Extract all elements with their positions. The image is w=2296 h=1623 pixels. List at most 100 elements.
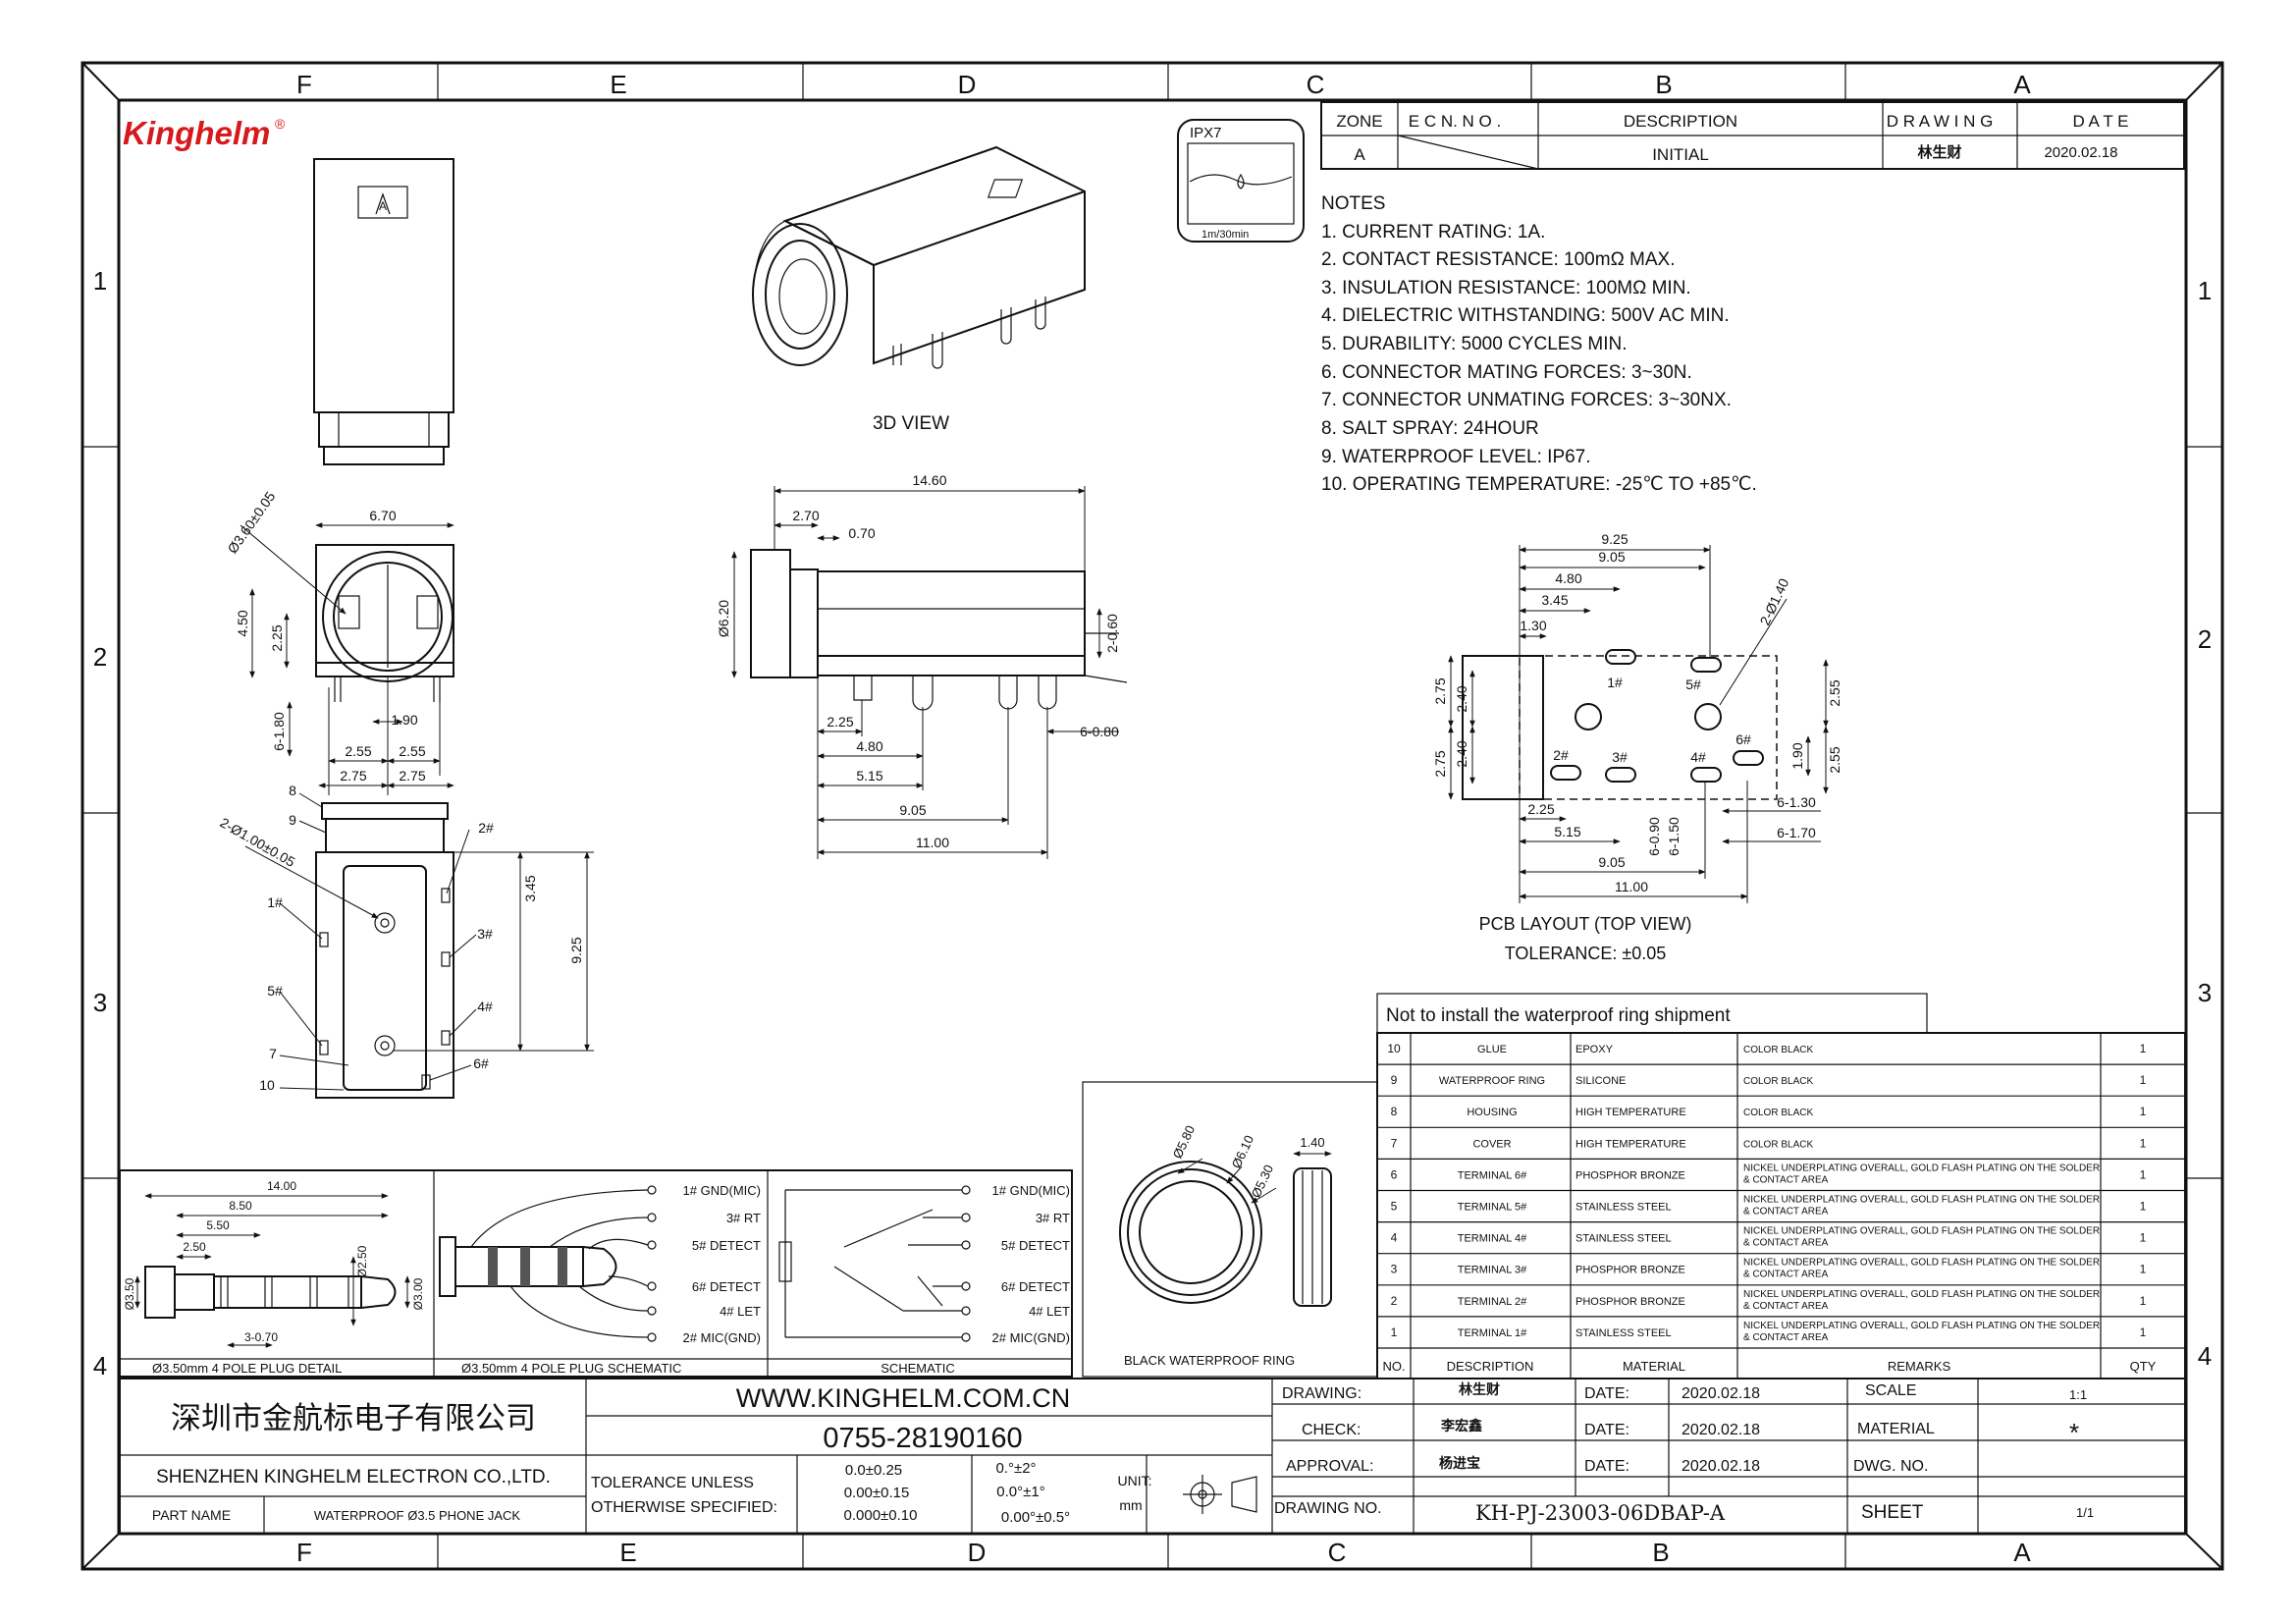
svg-text:2.40: 2.40 [1454,685,1469,712]
svg-text:6-0.80: 6-0.80 [1080,724,1119,739]
svg-text:Ø3.60±0.05: Ø3.60±0.05 [224,488,278,556]
bom-description: TERMINAL 4# [1458,1233,1527,1245]
bom-remarks: NICKEL UNDERPLATING OVERALL, GOLD FLASH … [1743,1226,2100,1249]
bom-no: 10 [1387,1042,1401,1055]
zone-bottom-b: B [1652,1538,1669,1567]
svg-text:2.75: 2.75 [1432,677,1448,704]
bom-table: Not to install the waterproof ring shipm… [1376,993,2186,1380]
svg-text:Kinghelm: Kinghelm [123,115,270,151]
bom-material: PHOSPHOR BRONZE [1575,1265,1685,1276]
svg-text:Ø6.10: Ø6.10 [1229,1133,1257,1170]
bom-description: TERMINAL 3# [1458,1265,1527,1276]
svg-text:2.75: 2.75 [340,768,366,784]
svg-text:6# DETECT: 6# DETECT [692,1279,761,1294]
zone-left-1: 1 [93,266,107,296]
svg-text:3-0.70: 3-0.70 [244,1330,278,1344]
bom-remarks: COLOR BLACK [1743,1108,1813,1118]
svg-text:1.90: 1.90 [1789,742,1805,769]
svg-text:2.25: 2.25 [827,714,853,730]
zone-top-e: E [610,70,626,99]
svg-text:SCALE: SCALE [1865,1382,1916,1399]
bom-material: HIGH TEMPERATURE [1575,1107,1686,1118]
svg-text:2.50: 2.50 [183,1240,206,1254]
svg-text:IPX7: IPX7 [1190,125,1222,141]
zone-labels: F E D C B A F E D C B A 1 2 3 4 1 2 3 4 [93,70,2212,1567]
top-view-drawing: A [313,158,454,465]
svg-text:14.00: 14.00 [267,1179,296,1193]
svg-text:4. DIELECTRIC WITHSTANDING: 50: 4. DIELECTRIC WITHSTANDING: 500V AC MIN. [1321,305,1730,326]
bom-note: Not to install the waterproof ring shipm… [1386,1005,1731,1026]
svg-text:4# LET: 4# LET [1029,1304,1070,1319]
svg-text:4#: 4# [477,999,493,1014]
3d-view-label: 3D VIEW [873,413,949,434]
waterproof-ring-drawing: Ø5.80 Ø6.10 Ø5.30 1.40 BLACK WATERPROOF … [1082,1081,1378,1378]
svg-text:6-1.80: 6-1.80 [271,712,287,751]
bom-material: EPOXY [1575,1044,1614,1055]
svg-text:5.15: 5.15 [856,768,882,784]
svg-text:DATE:: DATE: [1584,1458,1629,1475]
svg-text:4.80: 4.80 [856,738,882,754]
svg-text:2-Ø1.00±0.05: 2-Ø1.00±0.05 [217,814,297,870]
svg-text:DWG. NO.: DWG. NO. [1853,1458,1928,1475]
svg-text:0.0±0.25: 0.0±0.25 [845,1462,902,1479]
plug-detail-drawing: 14.00 8.50 5.50 2.50 Ø3.50 Ø2.50 Ø3.00 3… [123,1179,425,1348]
svg-text:8.50: 8.50 [229,1199,252,1213]
rev-drawn-by: 林生财 [1917,143,1961,161]
bom-header-remarks: REMARKS [1888,1359,1951,1374]
plug-schematic-drawing: 1# GND(MIC) 3# RT 5# DETECT 6# DETECT 4#… [439,1183,761,1345]
svg-text:*: * [2069,1418,2079,1447]
svg-text:3. INSULATION RESISTANCE: 100M: 3. INSULATION RESISTANCE: 100MΩ MIN. [1321,278,1691,298]
zone-top-b: B [1655,70,1672,99]
svg-text:6-1.30: 6-1.30 [1777,794,1816,810]
svg-text:2020.02.18: 2020.02.18 [1682,1385,1760,1402]
svg-text:4#: 4# [1690,749,1706,765]
svg-text:DATE:: DATE: [1584,1385,1629,1402]
svg-text:2.55: 2.55 [1827,746,1842,773]
bom-description: TERMINAL 1# [1458,1327,1527,1339]
svg-text:OTHERWISE SPECIFIED:: OTHERWISE SPECIFIED: [591,1499,777,1516]
svg-text:TOLERANCE UNLESS: TOLERANCE UNLESS [591,1475,754,1491]
notes: NOTES 1. CURRENT RATING: 1A. 2. CONTACT … [1321,193,1757,495]
bom-no: 1 [1391,1325,1398,1339]
svg-text:Ø6.20: Ø6.20 [716,600,731,637]
zone-top-c: C [1307,70,1325,99]
website: WWW.KINGHELM.COM.CN [736,1383,1070,1413]
svg-text:1# GND(MIC): 1# GND(MIC) [992,1183,1070,1198]
kinghelm-logo: Kinghelm ® [123,115,286,151]
rev-header-ecn: E C N. N O . [1409,112,1501,131]
bom-remarks: NICKEL UNDERPLATING OVERALL, GOLD FLASH … [1743,1289,2100,1312]
svg-text:0.70: 0.70 [848,525,875,541]
svg-text:2# MIC(GND): 2# MIC(GND) [683,1330,761,1345]
svg-text:6-1.70: 6-1.70 [1777,825,1816,840]
svg-text:2.55: 2.55 [399,743,425,759]
part-name-label: PART NAME [152,1507,231,1523]
svg-text:2#: 2# [1553,747,1569,763]
drawing-frame [80,61,2224,1571]
3d-view-drawing: 3D VIEW [752,145,1086,434]
svg-text:5.15: 5.15 [1554,824,1580,839]
bom-header-qty: QTY [2130,1359,2157,1374]
svg-text:0.000±0.10: 0.000±0.10 [844,1507,918,1524]
title-block: 深圳市金航标电子有限公司 SHENZHEN KINGHELM ELECTRON … [119,1378,2186,1535]
bom-no: 7 [1391,1136,1398,1150]
bom-qty: 1 [2140,1294,2147,1308]
rev-header-date: D A T E [2072,112,2128,131]
svg-text:5#: 5# [267,983,283,999]
svg-text:林生财: 林生财 [1459,1381,1500,1397]
bom-material: SILICONE [1575,1075,1626,1087]
svg-text:5# DETECT: 5# DETECT [692,1238,761,1253]
svg-text:2-Ø1.40: 2-Ø1.40 [1757,575,1792,627]
svg-text:1.30: 1.30 [1520,618,1546,633]
svg-text:Ø2.50: Ø2.50 [355,1245,369,1277]
svg-text:6.70: 6.70 [369,508,396,523]
svg-text:6# DETECT: 6# DETECT [1001,1279,1070,1294]
zone-bottom-c: C [1328,1538,1347,1567]
bom-remarks: NICKEL UNDERPLATING OVERALL, GOLD FLASH … [1743,1163,2100,1185]
bom-description: TERMINAL 2# [1458,1296,1527,1308]
svg-text:0.00°±0.5°: 0.00°±0.5° [1001,1509,1070,1526]
svg-text:5.50: 5.50 [206,1218,230,1232]
pcb-layout-title: PCB LAYOUT (TOP VIEW) [1479,914,1692,934]
bottom-view-drawing: 2-Ø1.00±0.05 3.45 9.25 8 9 1# 2# 3# 5# 4… [217,783,594,1099]
svg-text:0.0°±1°: 0.0°±1° [996,1484,1044,1500]
part-name: WATERPROOF Ø3.5 PHONE JACK [314,1508,521,1523]
